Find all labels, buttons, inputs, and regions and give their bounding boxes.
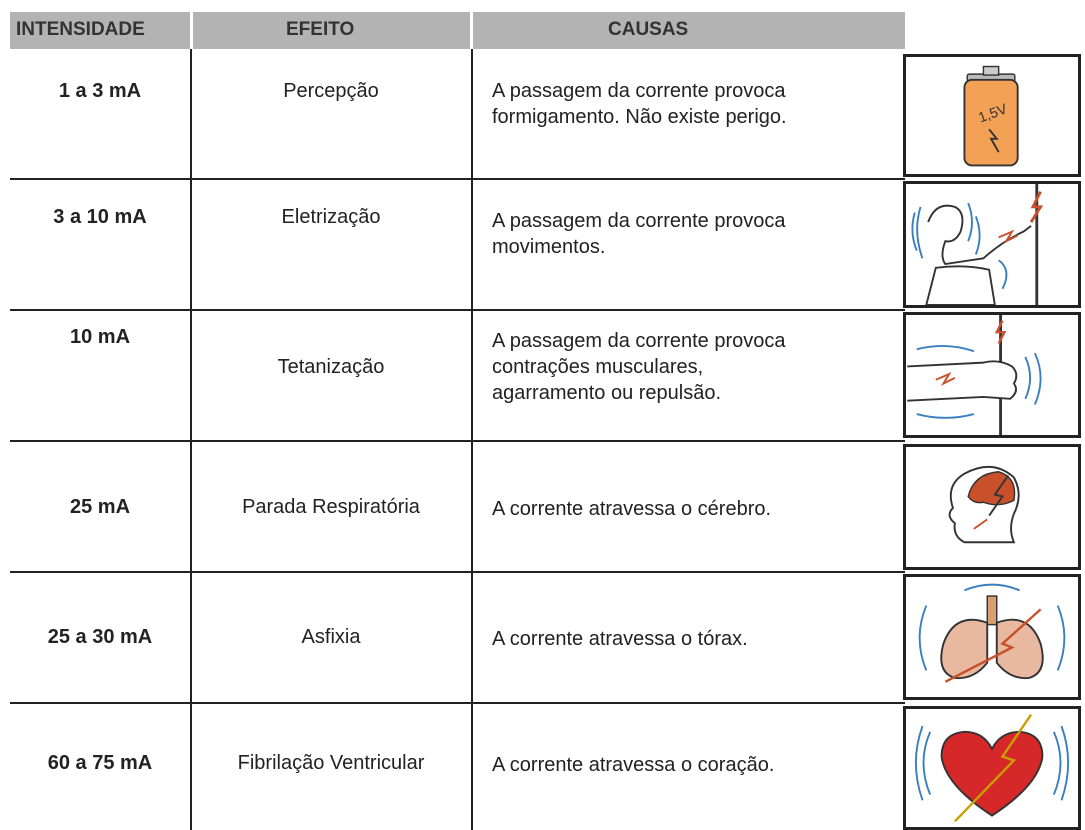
cause-line: A corrente atravessa o coração. — [492, 754, 775, 776]
heart-shock-icon — [903, 706, 1081, 830]
cause-cell: A corrente atravessa o tórax. — [492, 626, 902, 652]
cause-line: A corrente atravessa o tórax. — [492, 628, 748, 650]
column-line-2 — [471, 49, 473, 830]
header-divider-1 — [190, 12, 193, 49]
row-line — [10, 440, 905, 442]
header-bar: INTENSIDADE EFEITO CAUSAS — [10, 12, 905, 49]
intensity-cell: 10 mA — [69, 326, 131, 348]
intensity-cell: 1 a 3 mA — [58, 80, 142, 102]
effect-cell: Parada Respiratória — [242, 496, 420, 518]
header-divider-2 — [470, 12, 473, 49]
lungs-shock-icon — [903, 574, 1081, 700]
cause-line: contrações musculares, — [492, 356, 704, 378]
intensity-cell: 25 a 30 mA — [47, 626, 153, 648]
hand-gripping-pole-icon — [903, 312, 1081, 438]
cause-line: A passagem da corrente provoca — [492, 210, 786, 232]
cause-line: agarramento ou repulsão. — [492, 382, 722, 404]
cause-line: A passagem da corrente provoca — [492, 80, 786, 102]
header-causes: CAUSAS — [608, 19, 689, 40]
effect-cell: Percepção — [283, 80, 379, 102]
effect-cell: Eletrização — [281, 206, 381, 228]
effect-cell: Asfixia — [301, 626, 361, 648]
row-line — [10, 178, 905, 180]
cause-cell: A corrente atravessa o coração. — [492, 752, 902, 778]
cause-cell: A passagem da corrente provoca movimento… — [492, 208, 902, 260]
intensity-cell: 25 mA — [69, 496, 131, 518]
row-line — [10, 309, 905, 311]
column-line-1 — [190, 49, 192, 830]
header-effect: EFEITO — [286, 19, 355, 40]
head-brain-shock-icon — [903, 444, 1081, 570]
effect-cell: Fibrilação Ventricular — [237, 752, 425, 774]
battery-icon: 1,5V — [903, 54, 1081, 177]
cause-cell: A passagem da corrente provoca formigame… — [492, 78, 902, 130]
cause-cell: A corrente atravessa o cérebro. — [492, 496, 902, 522]
effect-cell: Tetanização — [277, 356, 385, 378]
electric-shock-person-icon — [903, 181, 1081, 308]
cause-line: movimentos. — [492, 236, 606, 258]
cause-line: formigamento. Não existe perigo. — [492, 106, 787, 128]
cause-line: A corrente atravessa o cérebro. — [492, 498, 772, 520]
row-line — [10, 571, 905, 573]
header-intensity: INTENSIDADE — [16, 19, 145, 40]
cause-line: A passagem da corrente provoca — [492, 330, 786, 352]
row-line — [10, 702, 905, 704]
intensity-cell: 60 a 75 mA — [47, 752, 153, 774]
cause-cell: A passagem da corrente provoca contraçõe… — [492, 328, 902, 406]
intensity-cell: 3 a 10 mA — [53, 206, 147, 228]
